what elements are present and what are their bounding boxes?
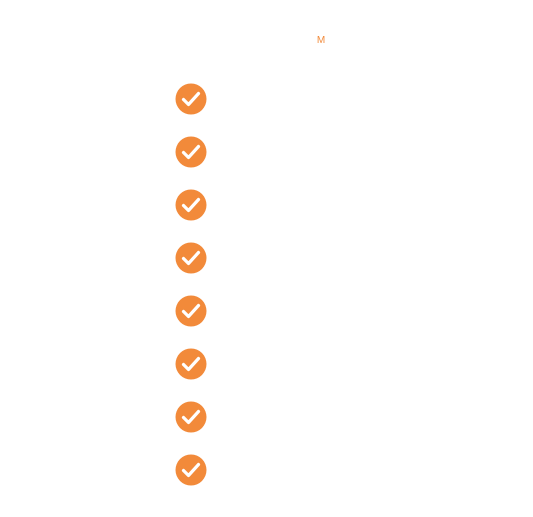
list-item bbox=[175, 242, 223, 295]
check-circle-icon bbox=[175, 401, 207, 433]
check-circle-icon bbox=[175, 348, 207, 380]
check-circle-icon bbox=[175, 295, 207, 327]
list-item bbox=[175, 295, 223, 348]
list-item bbox=[175, 189, 223, 242]
check-circle-icon bbox=[175, 454, 207, 486]
list-item bbox=[175, 454, 223, 507]
list-item bbox=[175, 136, 223, 189]
check-circle-icon bbox=[175, 242, 207, 274]
list-item bbox=[175, 401, 223, 454]
checklist bbox=[175, 83, 223, 507]
list-item bbox=[175, 348, 223, 401]
check-circle-icon bbox=[175, 83, 207, 115]
check-circle-icon bbox=[175, 136, 207, 168]
header-mark: M bbox=[316, 35, 326, 46]
list-item bbox=[175, 83, 223, 136]
check-circle-icon bbox=[175, 189, 207, 221]
